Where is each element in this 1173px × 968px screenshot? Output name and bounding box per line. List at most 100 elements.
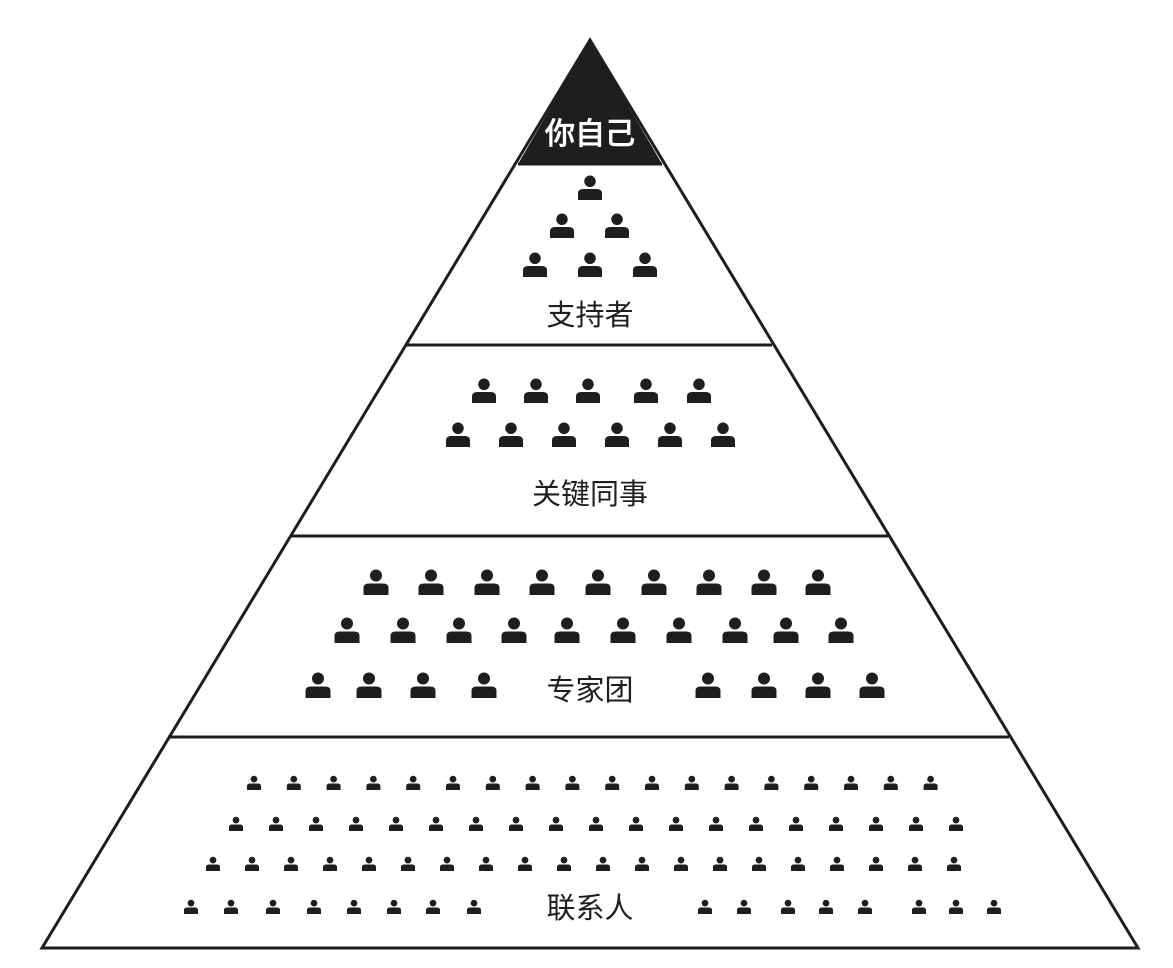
people-icons <box>184 175 1001 914</box>
contacts-person-icon <box>426 899 440 914</box>
contacts-person-icon <box>844 775 858 790</box>
contacts-person-icon <box>684 775 699 790</box>
key-colleagues-person-icon <box>446 422 470 447</box>
contacts-person-icon <box>858 899 872 914</box>
tier-label-supporters: 支持者 <box>546 298 633 332</box>
contacts-person-icon <box>949 899 963 914</box>
contacts-person-icon <box>366 775 381 790</box>
key-colleagues-person-icon <box>634 378 658 403</box>
expert-group-person-icon <box>828 617 854 643</box>
contacts-person-icon <box>605 775 620 790</box>
contacts-person-icon <box>752 856 766 871</box>
expert-group-person-icon <box>805 672 831 698</box>
expert-group-person-icon <box>695 672 721 698</box>
contacts-person-icon <box>446 775 460 790</box>
key-colleagues-person-icon <box>472 378 496 403</box>
contacts-person-icon <box>509 816 523 831</box>
contacts-person-icon <box>229 816 243 831</box>
apex-you <box>518 40 662 164</box>
expert-group-person-icon <box>751 672 777 698</box>
contacts-person-icon <box>829 816 843 831</box>
contacts-person-icon <box>307 899 321 914</box>
contacts-person-icon <box>908 856 922 871</box>
key-colleagues-person-icon <box>524 378 548 403</box>
contacts-person-icon <box>589 816 603 831</box>
contacts-person-icon <box>406 775 421 790</box>
contacts-person-icon <box>709 816 723 831</box>
contacts-person-icon <box>629 816 643 831</box>
supporters-person-icon <box>523 252 547 277</box>
contacts-person-icon <box>912 899 926 914</box>
contacts-person-icon <box>789 816 803 831</box>
contacts-person-icon <box>269 816 283 831</box>
supporters-person-icon <box>633 252 657 277</box>
tier-label-contacts: 联系人 <box>546 891 633 925</box>
contacts-person-icon <box>987 899 1001 914</box>
expert-group-person-icon <box>554 617 580 643</box>
contacts-person-icon <box>347 899 361 914</box>
contacts-person-icon <box>724 775 739 790</box>
expert-group-person-icon <box>696 569 722 595</box>
expert-group-person-icon <box>501 617 527 643</box>
contacts-person-icon <box>869 856 883 871</box>
contacts-person-icon <box>947 856 961 871</box>
expert-group-person-icon <box>305 672 331 698</box>
key-colleagues-person-icon <box>552 422 576 447</box>
contacts-person-icon <box>518 856 532 871</box>
expert-group-person-icon <box>334 617 360 643</box>
key-colleagues-person-icon <box>658 422 682 447</box>
contacts-person-icon <box>467 899 481 914</box>
expert-group-person-icon <box>585 569 611 595</box>
expert-group-person-icon <box>410 672 436 698</box>
expert-group-person-icon <box>474 569 500 595</box>
contacts-person-icon <box>674 856 688 871</box>
supporters-person-icon <box>578 252 602 277</box>
contacts-person-icon <box>713 856 727 871</box>
contacts-person-icon <box>479 856 493 871</box>
contacts-person-icon <box>557 856 571 871</box>
contacts-person-icon <box>323 856 337 871</box>
supporters-person-icon <box>605 213 629 238</box>
expert-group-person-icon <box>390 617 416 643</box>
contacts-person-icon <box>949 816 963 831</box>
expert-group-person-icon <box>666 617 692 643</box>
contacts-person-icon <box>791 856 805 871</box>
contacts-person-icon <box>645 775 659 790</box>
contacts-person-icon <box>781 899 795 914</box>
contacts-person-icon <box>804 775 819 790</box>
contacts-person-icon <box>266 899 280 914</box>
contacts-person-icon <box>737 899 751 914</box>
expert-group-person-icon <box>805 569 831 595</box>
expert-group-person-icon <box>363 569 389 595</box>
supporters-person-icon <box>550 213 574 238</box>
expert-group-person-icon <box>859 672 885 698</box>
contacts-person-icon <box>401 856 415 871</box>
contacts-person-icon <box>284 856 298 871</box>
contacts-person-icon <box>596 856 610 871</box>
tier-label-key-colleagues: 关键同事 <box>532 477 648 511</box>
contacts-person-icon <box>429 816 443 831</box>
contacts-person-icon <box>245 856 259 871</box>
contacts-person-icon <box>819 899 833 914</box>
contacts-person-icon <box>525 775 540 790</box>
key-colleagues-person-icon <box>687 378 711 403</box>
contacts-person-icon <box>326 775 341 790</box>
contacts-person-icon <box>830 856 844 871</box>
contacts-person-icon <box>206 856 220 871</box>
expert-group-person-icon <box>641 569 667 595</box>
contacts-person-icon <box>549 816 563 831</box>
key-colleagues-person-icon <box>605 422 629 447</box>
contacts-person-icon <box>440 856 454 871</box>
contacts-person-icon <box>909 816 923 831</box>
expert-group-person-icon <box>773 617 799 643</box>
expert-group-person-icon <box>722 617 748 643</box>
contacts-person-icon <box>362 856 376 871</box>
key-colleagues-person-icon <box>576 378 600 403</box>
contacts-person-icon <box>387 899 401 914</box>
expert-group-person-icon <box>610 617 636 643</box>
contacts-person-icon <box>764 775 779 790</box>
contacts-person-icon <box>309 816 323 831</box>
expert-group-person-icon <box>751 569 777 595</box>
contacts-person-icon <box>565 775 580 790</box>
